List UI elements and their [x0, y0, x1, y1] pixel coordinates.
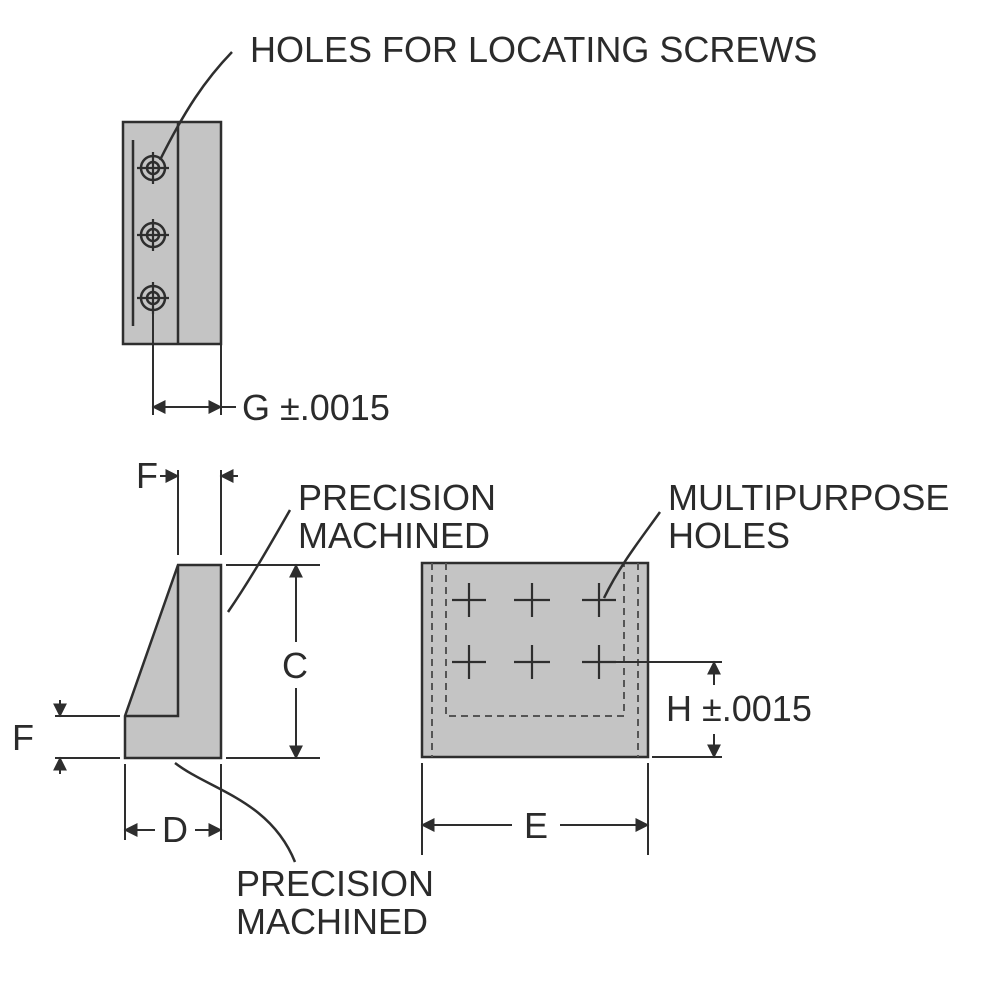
precision-top-leader	[226, 509, 292, 613]
holes-leader	[158, 51, 233, 161]
c-label: C	[282, 645, 308, 686]
f-left-label: F	[12, 717, 34, 758]
multipurpose-hole-1	[452, 583, 486, 617]
f-top-label: F	[136, 455, 158, 496]
top-view	[121, 51, 236, 415]
multipurpose-hole-3	[582, 583, 616, 617]
hidden-line-inner	[445, 563, 625, 717]
top-view-body	[121, 120, 223, 346]
multipurpose-hole-4	[452, 645, 486, 679]
multipurpose-line1: MULTIPURPOSE	[668, 477, 949, 518]
precision-bottom-line2: MACHINED	[236, 901, 428, 942]
multipurpose-leader	[602, 511, 662, 599]
g-tolerance-label: G ±.0015	[242, 387, 390, 428]
multipurpose-hole-2	[514, 583, 550, 617]
precision-top-line1: PRECISION	[298, 477, 496, 518]
precision-bottom-line1: PRECISION	[236, 863, 434, 904]
side-view-body	[123, 563, 223, 760]
front-view	[420, 511, 722, 855]
e-label: E	[524, 805, 548, 846]
d-label: D	[162, 809, 188, 850]
front-view-body	[420, 561, 650, 759]
multipurpose-hole-6	[582, 645, 616, 679]
precision-bottom-leader	[174, 762, 297, 863]
side-view	[53, 469, 320, 863]
holes-screws-label: HOLES FOR LOCATING SCREWS	[250, 29, 817, 70]
screw-hole-2	[137, 219, 169, 251]
multipurpose-line2: HOLES	[668, 515, 790, 556]
side-view-inner-edge	[125, 565, 180, 718]
h-tolerance-label: H ±.0015	[666, 688, 812, 729]
multipurpose-hole-5	[514, 645, 550, 679]
screw-hole-1	[137, 152, 169, 184]
precision-top-line2: MACHINED	[298, 515, 490, 556]
